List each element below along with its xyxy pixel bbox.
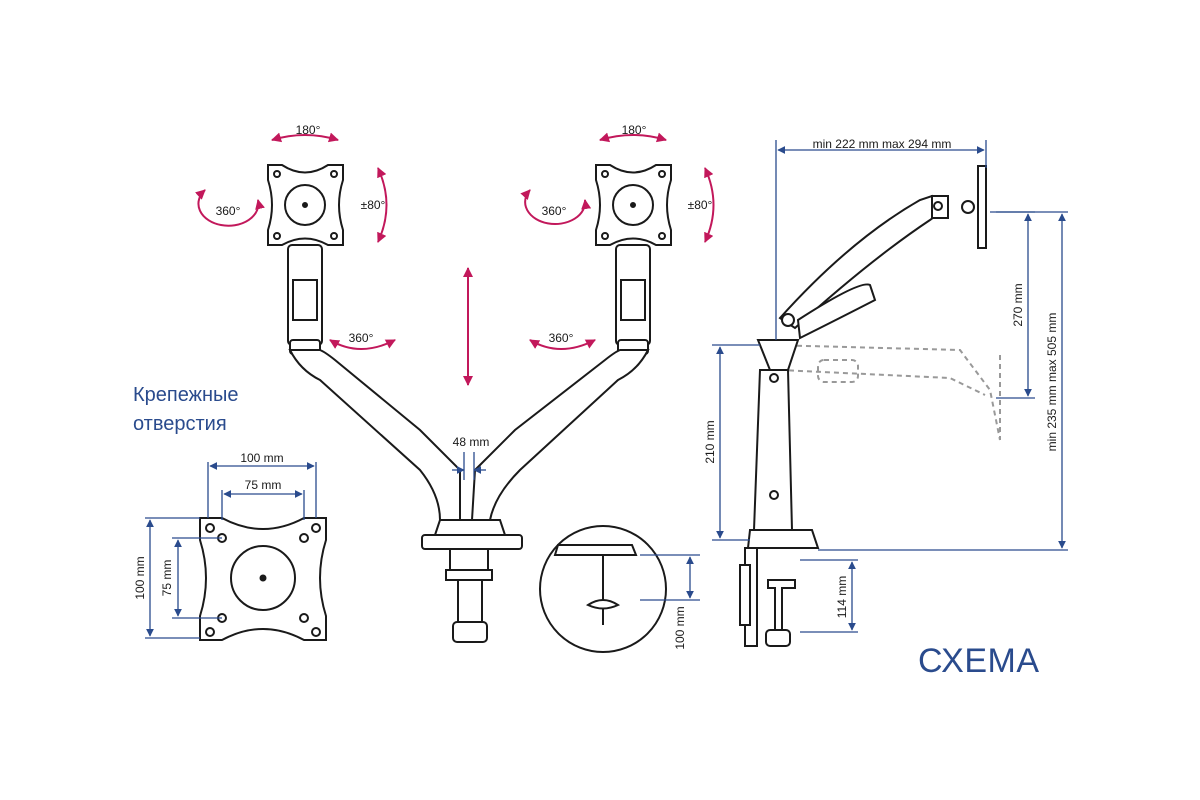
schema-title: СХЕМА [918, 642, 1040, 680]
gap-dimension [452, 452, 486, 480]
arm-travel-label: 270 mm [1011, 283, 1025, 326]
vesa-dimensions [145, 462, 317, 639]
arm-swivel-label-left: 360° [349, 331, 374, 345]
clamp-height-label: 114 mm [835, 576, 849, 618]
side-dimensions [712, 140, 1068, 633]
vesa-outer-h-label: 100 mm [240, 451, 283, 465]
mounting-holes-label-line2: отверстия [133, 413, 227, 435]
mounting-holes-label-line1: Крепежные [133, 384, 239, 406]
rotation-arrows [194, 132, 715, 350]
pole-height-label: 210 mm [703, 420, 717, 463]
left-arm-upper [287, 244, 461, 521]
swivel-label-right: 180° [622, 123, 647, 137]
right-arm-upper [470, 244, 651, 521]
left-vesa-plate [267, 164, 344, 246]
reach-label: min 222 mm max 294 mm [813, 137, 952, 151]
vesa-detail-plate [199, 517, 327, 641]
vesa-inner-v-label: 75 mm [160, 560, 174, 597]
right-vesa-plate [595, 164, 672, 246]
clamp-detail [539, 525, 667, 653]
arm-swivel-label-right: 360° [549, 331, 574, 345]
rotate-label-right: 360° [542, 204, 567, 218]
gap-label: 48 mm [453, 435, 490, 449]
swivel-label-left: 180° [296, 123, 321, 137]
front-base-clamp [421, 519, 523, 643]
clamp-thickness-dimension [640, 554, 700, 601]
rotate-label-left: 360° [216, 204, 241, 218]
side-view-arm [739, 165, 987, 647]
tilt-label-left: ±80° [361, 198, 386, 212]
tilt-label-right: ±80° [688, 198, 713, 212]
vesa-outer-v-label: 100 mm [133, 556, 147, 599]
total-height-label: min 235 mm max 505 mm [1045, 313, 1059, 452]
side-view-ghost-arm [769, 344, 1001, 441]
clamp-thickness-label: 100 mm [673, 606, 687, 649]
vesa-inner-h-label: 75 mm [245, 478, 282, 492]
